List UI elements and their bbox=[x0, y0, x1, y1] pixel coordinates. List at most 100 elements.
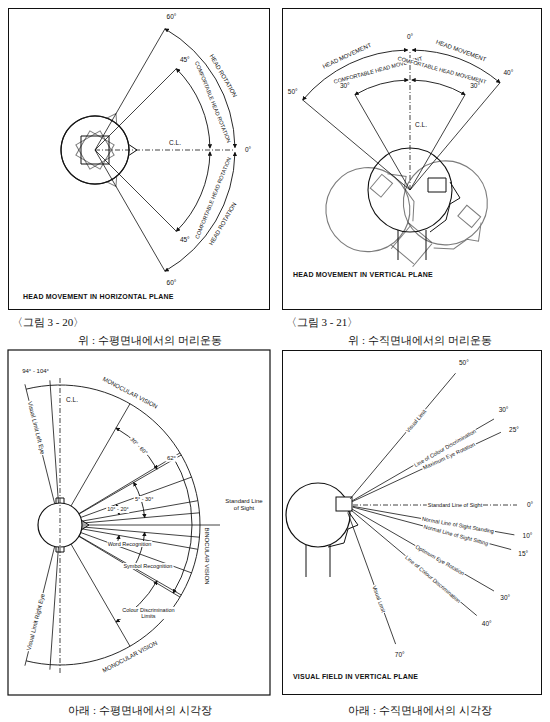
sight-ray bbox=[348, 513, 396, 645]
panel-title: HEAD MOVEMENT IN HORIZONTAL PLANE bbox=[23, 293, 174, 300]
angle-arc bbox=[26, 385, 200, 665]
angle-label: 60° bbox=[166, 14, 178, 21]
sight-ray bbox=[79, 455, 181, 514]
sight-ray bbox=[71, 404, 130, 506]
angle-label: 50° bbox=[287, 88, 299, 95]
figure-caption: 아래 : 수평면내에서의 시각장 bbox=[67, 704, 212, 716]
sight-ray bbox=[81, 533, 192, 573]
angle-label: Line of Colour Discrimination bbox=[403, 553, 462, 604]
sight-ray bbox=[50, 547, 59, 670]
sight-ray bbox=[410, 50, 411, 190]
angle-label: 15° bbox=[517, 551, 529, 558]
sight-ray bbox=[25, 546, 55, 665]
angle-label: Visual Limit bbox=[371, 584, 387, 614]
angle-label: 50° bbox=[458, 360, 470, 367]
angle-label: 10° bbox=[522, 532, 534, 539]
head-feature bbox=[56, 498, 64, 503]
figure-caption: 위 : 수평면내에서의 머리운동 bbox=[77, 334, 222, 346]
angle-label: COMFORTABLE HEAD MOVEMENT bbox=[396, 55, 488, 85]
sight-ray bbox=[79, 536, 181, 595]
sight-ray bbox=[350, 373, 455, 499]
angle-arc bbox=[355, 80, 408, 95]
angle-arc bbox=[165, 29, 235, 148]
sight-ray bbox=[71, 544, 130, 646]
angle-label: HEAD MOVEMENT bbox=[321, 41, 374, 70]
angle-label: Standard Line of Sight bbox=[223, 498, 265, 511]
angle-label: MONOCULAR VISION bbox=[101, 375, 160, 410]
head-feature bbox=[391, 226, 410, 249]
sight-ray bbox=[303, 100, 410, 190]
angle-label: 94° - 104° bbox=[21, 368, 50, 375]
sight-ray bbox=[95, 150, 165, 271]
angle-label: 25° bbox=[508, 426, 520, 433]
panel-frame: HEAD MOVEMENT IN VERTICAL PLANE bbox=[282, 8, 542, 310]
head-feature bbox=[428, 178, 446, 192]
figure-caption: 아래 : 수직면내에서의 시각장 bbox=[347, 704, 492, 716]
angle-label: 30° - 60° bbox=[129, 435, 150, 456]
angle-label: Standard Line of Sight bbox=[427, 502, 483, 508]
head-outline bbox=[286, 483, 350, 547]
sight-ray bbox=[352, 432, 501, 501]
angle-label: MONOCULAR VISION bbox=[101, 640, 160, 675]
figure-caption: 〈그림 3 - 20〉 bbox=[11, 316, 85, 328]
angle-label: 40° bbox=[502, 69, 514, 76]
angle-label: 5° - 30° bbox=[134, 496, 154, 502]
sight-ray bbox=[355, 95, 410, 190]
angle-arc bbox=[173, 457, 192, 593]
sight-ray bbox=[410, 83, 500, 190]
head-feature bbox=[56, 547, 64, 552]
head-feature bbox=[409, 223, 432, 242]
head-feature bbox=[426, 230, 427, 260]
angle-label: Visual Limit Left Eye bbox=[26, 400, 46, 456]
angle-label: 45° bbox=[179, 57, 191, 64]
figure-strokes bbox=[25, 29, 517, 675]
head-feature bbox=[370, 174, 392, 197]
sight-ray bbox=[352, 419, 494, 501]
angle-label: 40° bbox=[481, 620, 493, 627]
angle-label: Visual Limit Right Eye bbox=[25, 592, 46, 652]
sight-ray bbox=[25, 384, 55, 503]
angle-label: 30° bbox=[499, 594, 511, 601]
angle-label: C.L. bbox=[414, 121, 428, 128]
head-feature bbox=[391, 245, 414, 264]
angle-arc bbox=[412, 80, 465, 95]
figure-caption: 〈그림 3 - 21〉 bbox=[285, 316, 359, 328]
angle-label: 0° bbox=[244, 146, 252, 153]
angle-label: 0° bbox=[406, 33, 414, 40]
angle-label: 30° bbox=[498, 406, 510, 413]
head-side-view bbox=[368, 148, 460, 260]
angle-label: 30° bbox=[339, 82, 351, 89]
head-side-view bbox=[368, 144, 510, 289]
angle-arc bbox=[165, 152, 235, 271]
sight-ray bbox=[95, 150, 176, 231]
head-feature bbox=[330, 545, 331, 577]
sight-ray bbox=[95, 150, 235, 151]
sight-ray bbox=[50, 380, 59, 503]
sight-ray bbox=[95, 69, 176, 150]
head-feature bbox=[413, 244, 432, 267]
angle-label: Visual Limit bbox=[404, 407, 428, 434]
angle-label: Symbol Recognition bbox=[122, 563, 173, 569]
sight-ray bbox=[410, 95, 465, 190]
head-feature bbox=[458, 205, 481, 227]
sight-ray bbox=[95, 29, 165, 150]
sight-ray bbox=[81, 477, 192, 517]
angle-label: Colour Discrimination Limits bbox=[117, 607, 179, 619]
eye-visor bbox=[336, 497, 352, 511]
head-outline bbox=[38, 503, 82, 547]
angle-label: C.L. bbox=[168, 139, 182, 146]
panel-frame: VISUAL FIELD IN VERTICAL PLANE bbox=[282, 350, 542, 695]
angle-label: 60° bbox=[166, 279, 178, 286]
head-feature bbox=[430, 182, 460, 232]
panel-title: VISUAL FIELD IN VERTICAL PLANE bbox=[293, 673, 418, 680]
sight-ray bbox=[82, 525, 220, 526]
sight-ray bbox=[353, 507, 511, 549]
angle-label: 62° bbox=[166, 455, 177, 462]
angle-label: C.L. bbox=[65, 396, 79, 403]
panel-frame bbox=[8, 350, 270, 695]
angle-label: Word Recognition bbox=[107, 541, 153, 547]
panel-title: HEAD MOVEMENT IN VERTICAL PLANE bbox=[293, 271, 433, 278]
sight-ray bbox=[79, 453, 180, 514]
angle-label: 0° bbox=[526, 501, 534, 508]
angle-label: 10° - 20° bbox=[106, 506, 130, 512]
